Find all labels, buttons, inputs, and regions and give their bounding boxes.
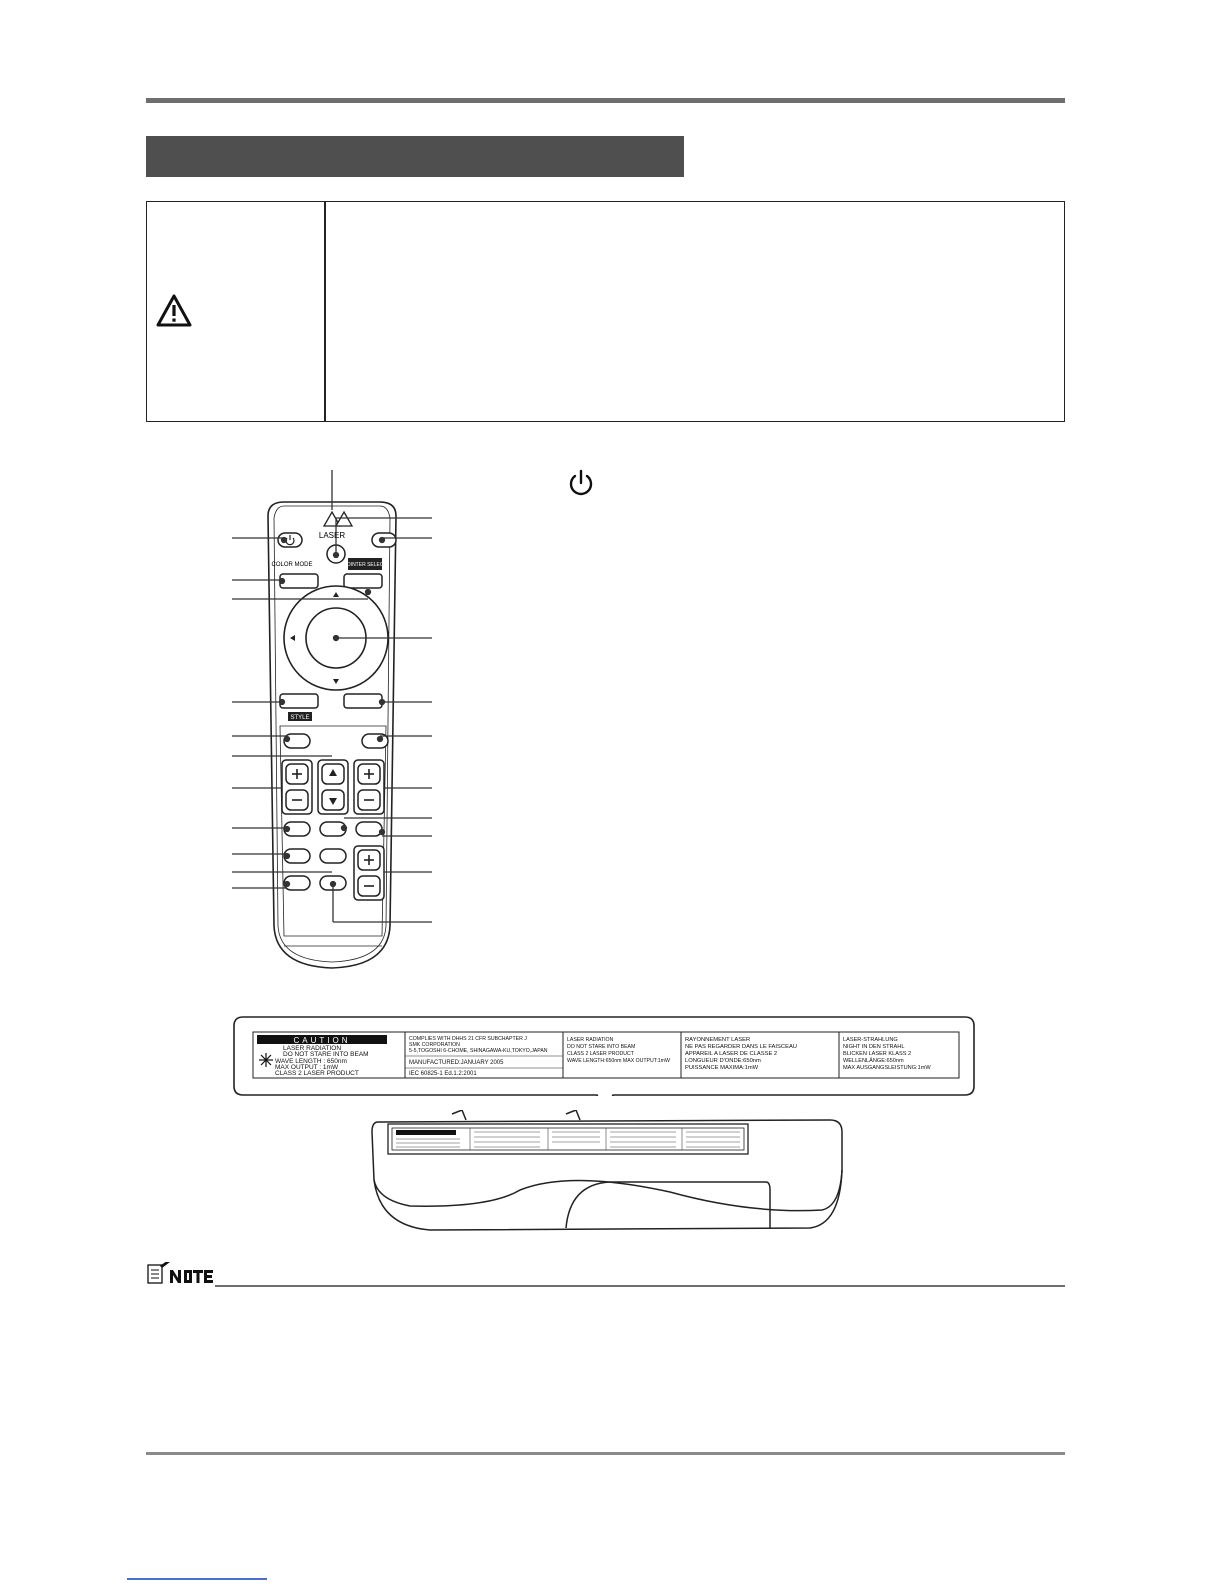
label-col2-line2: SMK CORPORATION bbox=[409, 1042, 460, 1048]
caution-title-bg bbox=[257, 1035, 387, 1044]
label-col4-line5: PUISSANCE MAXIMA:1mW bbox=[685, 1065, 759, 1071]
label-col4-line2: NE PAS REGARDER DANS LE FAISCEAU bbox=[685, 1044, 797, 1050]
caution-label-panel: CAUTION LASER RADIATION DO NOT STARE INT… bbox=[233, 1016, 975, 1096]
pointer-select-button[interactable] bbox=[343, 573, 383, 589]
label-col2-line5: IEC 60825-1 Ed.1.2:2001 bbox=[409, 1071, 477, 1077]
pointer-select-label-bg bbox=[348, 558, 382, 570]
label-col2-line3: 5-5,TOGOSHI 6-CHOME, SHINAGAWA-KU,TOKYO,… bbox=[409, 1048, 548, 1054]
caution-box-divider bbox=[324, 201, 326, 422]
label-col5-line2: NIGHT IN DEN STRAHL bbox=[843, 1044, 904, 1050]
power-icon bbox=[569, 469, 593, 496]
laser-symbol bbox=[322, 510, 354, 527]
label-col1-line2: DO NOT STARE INTO BEAM bbox=[283, 1051, 369, 1058]
note-rule bbox=[215, 1285, 1065, 1287]
row4-center-button[interactable] bbox=[319, 848, 347, 864]
caution-title: CAUTION bbox=[294, 1036, 351, 1045]
footer-link-underline[interactable] bbox=[127, 1578, 267, 1580]
style-label: STYLE bbox=[290, 715, 309, 721]
caution-box bbox=[146, 201, 1065, 422]
warning-triangle-icon bbox=[156, 294, 192, 327]
pointer-select-label: POINTER SELECT bbox=[343, 562, 386, 568]
style-label-bg bbox=[288, 712, 312, 721]
remote-side-view-illustration bbox=[371, 1110, 843, 1231]
row1-left-button[interactable] bbox=[283, 733, 311, 749]
laser-starburst-icon bbox=[259, 1053, 273, 1067]
label-col1-line3: WAVE LENGTH : 650nm bbox=[275, 1058, 347, 1065]
label-col2-line1: COMPLIES WITH DHHS 21 CFR SUBCHAPTER J bbox=[409, 1036, 527, 1042]
footer-rule bbox=[146, 1452, 1065, 1455]
style-left-button[interactable] bbox=[279, 693, 319, 709]
label-col5-line5: MAX AUSGANGSLEISTUNG:1mW bbox=[843, 1065, 931, 1071]
label-col1-line5: CLASS 2 LASER PRODUCT bbox=[275, 1070, 359, 1077]
label-col2-line4: MANUFACTURED:JANUARY 2005 bbox=[409, 1060, 504, 1066]
color-mode-button[interactable] bbox=[279, 573, 319, 589]
note-icon bbox=[147, 1262, 213, 1284]
label-col3-line4: WAVE LENGTH:650nm MAX OUTPUT:1mW bbox=[567, 1058, 670, 1064]
label-col1-line1: LASER RADIATION bbox=[283, 1045, 341, 1052]
label-col5-line4: WELLENLÄNGE:650nm bbox=[843, 1057, 904, 1064]
section-title-bar bbox=[146, 136, 684, 177]
label-col3-line2: DO NOT STARE INTO BEAM bbox=[567, 1044, 635, 1050]
label-col5-line1: LASER-STRAHLUNG bbox=[843, 1037, 898, 1043]
label-col1-line4: MAX OUTPUT : 1mW bbox=[275, 1064, 339, 1071]
label-col4-line3: APPAREIL A LASER DE CLASSE 2 bbox=[685, 1051, 777, 1057]
label-col5-line3: BLICKEN LASER KLASS 2 bbox=[843, 1051, 911, 1057]
label-col3-line3: CLASS 2 LASER PRODUCT bbox=[567, 1051, 635, 1057]
header-rule bbox=[146, 98, 1065, 103]
color-mode-label: COLOR MODE bbox=[271, 562, 312, 568]
label-col3-line1: LASER RADIATION bbox=[567, 1037, 614, 1043]
label-col4-line4: LONGUEUR D'ONDE:650nm bbox=[685, 1058, 761, 1064]
label-col4-line1: RAYONNEMENT LASER bbox=[685, 1037, 750, 1043]
remote-control-illustration: LASER COLOR MODE POINTER SELECT STYLE bbox=[232, 470, 432, 969]
row3-right-button[interactable] bbox=[355, 821, 383, 837]
laser-button-label: LASER bbox=[319, 531, 345, 540]
row5-left-button[interactable] bbox=[283, 875, 311, 891]
style-right-button[interactable] bbox=[343, 693, 383, 709]
